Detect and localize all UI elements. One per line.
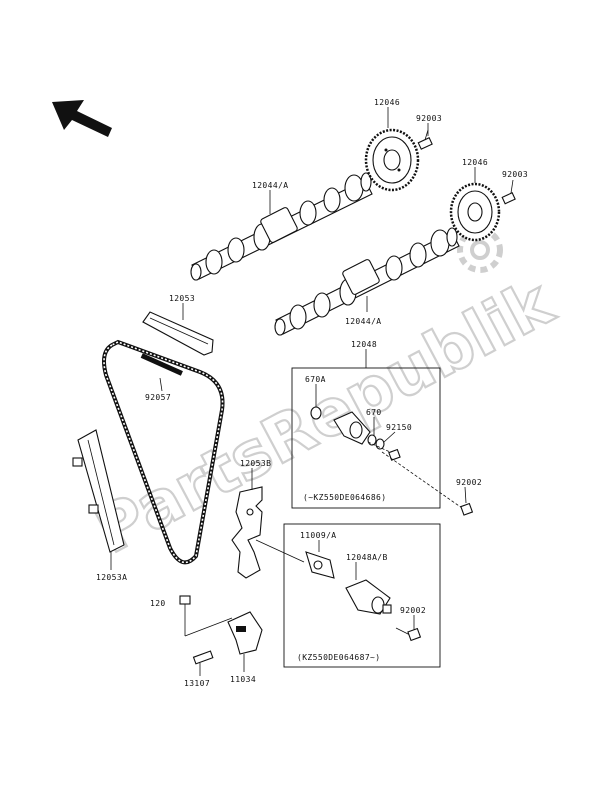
chain-guide-shoe — [231, 486, 263, 579]
tensioner-lower — [305, 551, 422, 642]
box-upper-note: (~KZ550DE064686) — [303, 493, 386, 502]
callout-12053: 12053 — [169, 294, 195, 303]
callout-670: 670 — [366, 408, 382, 417]
callout-120: 120 — [150, 599, 166, 608]
bolt-upper — [417, 129, 433, 150]
box-lower — [283, 523, 441, 668]
callout-92002-lower: 92002 — [400, 606, 426, 615]
callout-12046-upper: 12046 — [374, 98, 400, 107]
bolt-lower — [501, 192, 516, 205]
callout-92057: 92057 — [145, 393, 171, 402]
bracket-11034 — [227, 611, 263, 655]
leader-lines — [110, 107, 514, 676]
callout-12044a-lower: 12044/A — [345, 317, 382, 326]
bolt-120 — [179, 595, 233, 637]
callout-92003-lower: 92003 — [502, 170, 528, 179]
chain-guide-top — [142, 311, 214, 356]
box-lower-note: (KZ550DE064687~) — [297, 653, 380, 662]
pin-13107 — [192, 650, 214, 665]
camshaft-lower — [274, 227, 460, 336]
callout-12048: 12048 — [351, 340, 377, 349]
callout-11009a: 11009/A — [300, 531, 337, 540]
callout-670a: 670A — [305, 375, 326, 384]
timing-chain — [102, 339, 225, 565]
arrow-up-left-icon — [52, 100, 112, 137]
callout-12053a: 12053A — [96, 573, 127, 582]
camshaft-upper — [190, 172, 373, 281]
callout-92150: 92150 — [386, 423, 412, 432]
callout-12044a-upper: 12044/A — [252, 181, 289, 190]
sprocket-upper — [364, 128, 420, 192]
chain-guide-left — [72, 429, 125, 553]
sprocket-lower — [449, 182, 501, 242]
callout-12048ab: 12048A/B — [346, 553, 388, 562]
callout-92003-upper: 92003 — [416, 114, 442, 123]
gear-icon — [457, 227, 503, 273]
callout-92002-upper: 92002 — [456, 478, 482, 487]
callout-12046-lower: 12046 — [462, 158, 488, 167]
tensioner-upper — [310, 406, 474, 516]
callout-13107: 13107 — [184, 679, 210, 688]
callout-11034: 11034 — [230, 675, 256, 684]
callout-12053b: 12053B — [240, 459, 271, 468]
